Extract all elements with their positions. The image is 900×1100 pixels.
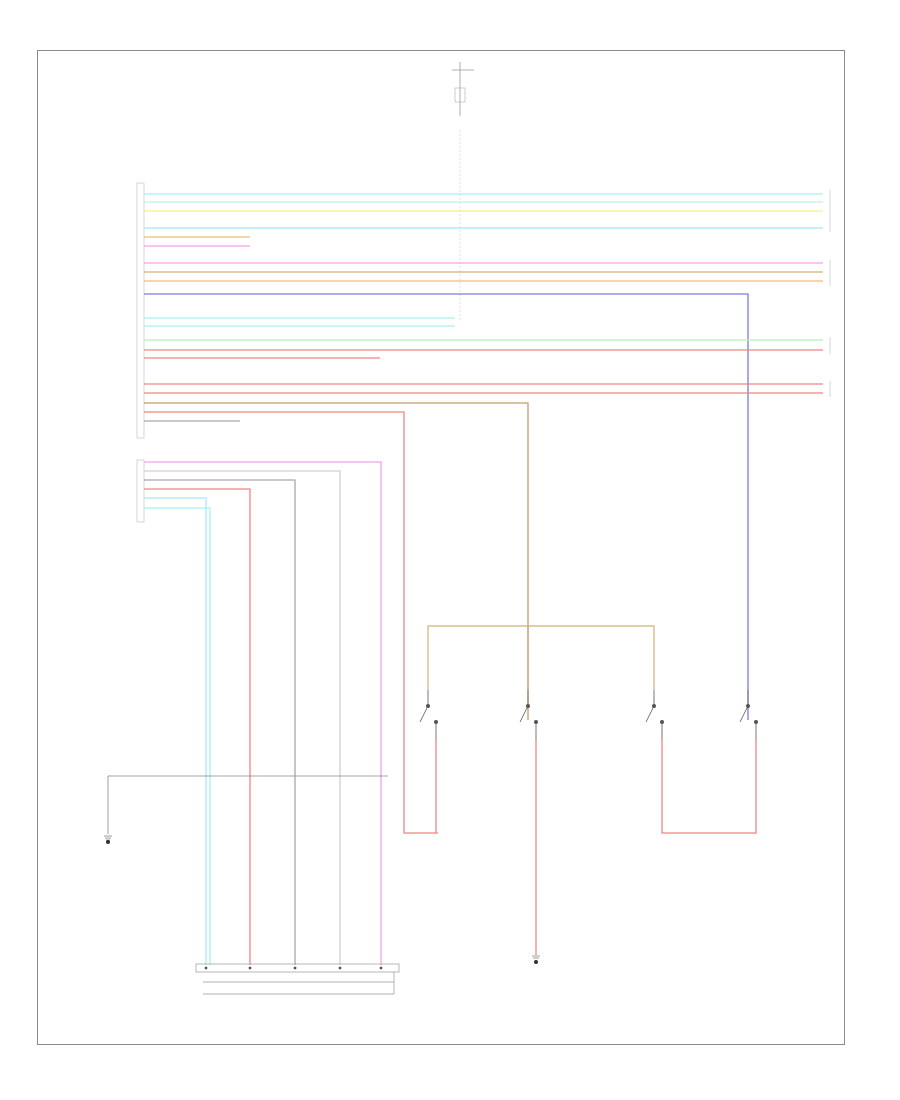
left-connector [136,182,145,523]
wire-bundle-top [144,193,823,834]
switch-4 [739,690,759,740]
switch-3 [645,690,665,740]
wire-blu [144,293,749,720]
wire-brn [144,402,529,720]
switch-2 [519,690,539,740]
wire-red-5 [144,411,438,834]
power-source [452,62,474,320]
wire-bundle-lower [144,461,382,965]
wire-red-down [144,488,251,965]
switch-outputs [435,740,757,955]
wire-ltblu-down [144,497,207,965]
switch-1 [419,690,438,740]
wire-ltgrn-down [144,507,211,965]
switch-bus [427,625,655,690]
ground-left-circuit [104,775,388,844]
wire-wht-down [144,470,341,965]
diagram-frame [37,50,845,1045]
wire-pnk-down [144,461,382,965]
bottom-connector [195,963,400,995]
ground-bottom [532,955,540,964]
wire-gry-down [144,479,296,965]
